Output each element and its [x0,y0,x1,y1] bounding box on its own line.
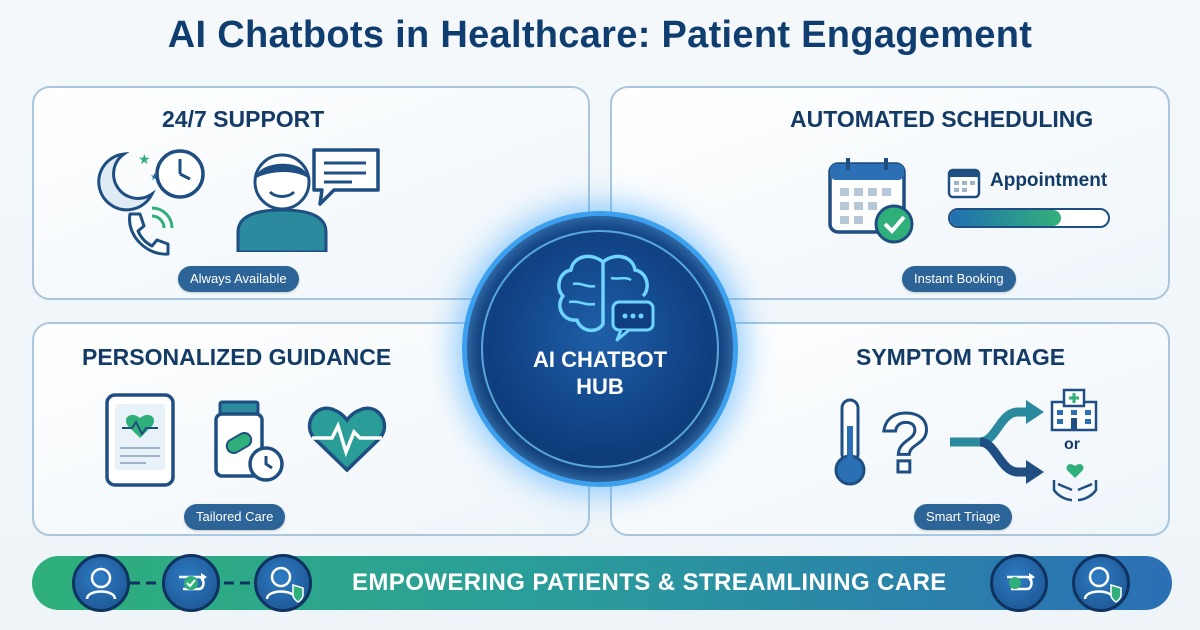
badge-always-available: Always Available [178,266,299,292]
flow-check-icon [162,554,220,612]
calendar-check-icon [828,158,914,244]
heart-hands-icon [1052,464,1098,502]
person-icon [236,153,328,252]
brain-chat-icon [557,254,655,342]
appointment-label: Appointment [990,170,1108,191]
panel-title-scheduling: AUTOMATED SCHEDULING [790,106,1094,132]
flow-check-icon-right [990,554,1048,612]
booking-progress-bar [948,208,1110,228]
doctor-shield-icon-right [1072,554,1130,612]
phone-icon [128,206,174,256]
badge-tailored-care: Tailored Care [184,504,286,530]
svg-text:★: ★ [150,172,159,183]
svg-text:?: ? [880,398,931,482]
thermometer-icon [834,398,866,486]
hub-label-line2: HUB [576,374,624,399]
panel-title-support: 24/7 SUPPORT [162,106,325,132]
chat-bubble-icon [312,148,380,206]
bottom-banner: EMPOWERING PATIENTS & STREAMLINING CARE [32,554,1172,612]
hub-inner-ring [481,230,719,468]
tablet-heart-icon [105,393,175,487]
banner-text: EMPOWERING PATIENTS & STREAMLINING CARE [352,569,947,596]
heart-pulse-icon [307,406,387,473]
moon-icon: ★ ★ [97,151,159,212]
ai-chatbot-hub: AI CHATBOT HUB [462,211,738,487]
booking-progress-fill [950,210,1061,226]
or-label: or [1064,436,1080,453]
panel-title-guidance: PERSONALIZED GUIDANCE [82,344,392,370]
question-mark-icon: ? [879,398,933,482]
panel-triage: SYMPTOM TRIAGE ? or Smart Triage [610,322,1170,536]
hub-label-line1: AI CHATBOT [532,347,668,372]
badge-smart-triage: Smart Triage [914,504,1013,530]
medicine-bottle-icon [214,400,284,482]
clock-icon [155,149,205,199]
svg-text:★: ★ [138,152,151,168]
panel-support: 24/7 SUPPORT ★ ★ Always Available [32,86,590,300]
panel-title-triage: SYMPTOM TRIAGE [856,344,1066,370]
hub-label: AI CHATBOT HUB [467,346,733,400]
page-title: AI Chatbots in Healthcare: Patient Engag… [167,14,1033,56]
patient-icon [72,554,130,612]
hospital-icon [1050,388,1098,432]
badge-instant-booking: Instant Booking [902,266,1016,292]
branch-arrow-icon [950,400,1044,484]
calendar-small-icon [947,168,981,199]
doctor-shield-icon [254,554,312,612]
